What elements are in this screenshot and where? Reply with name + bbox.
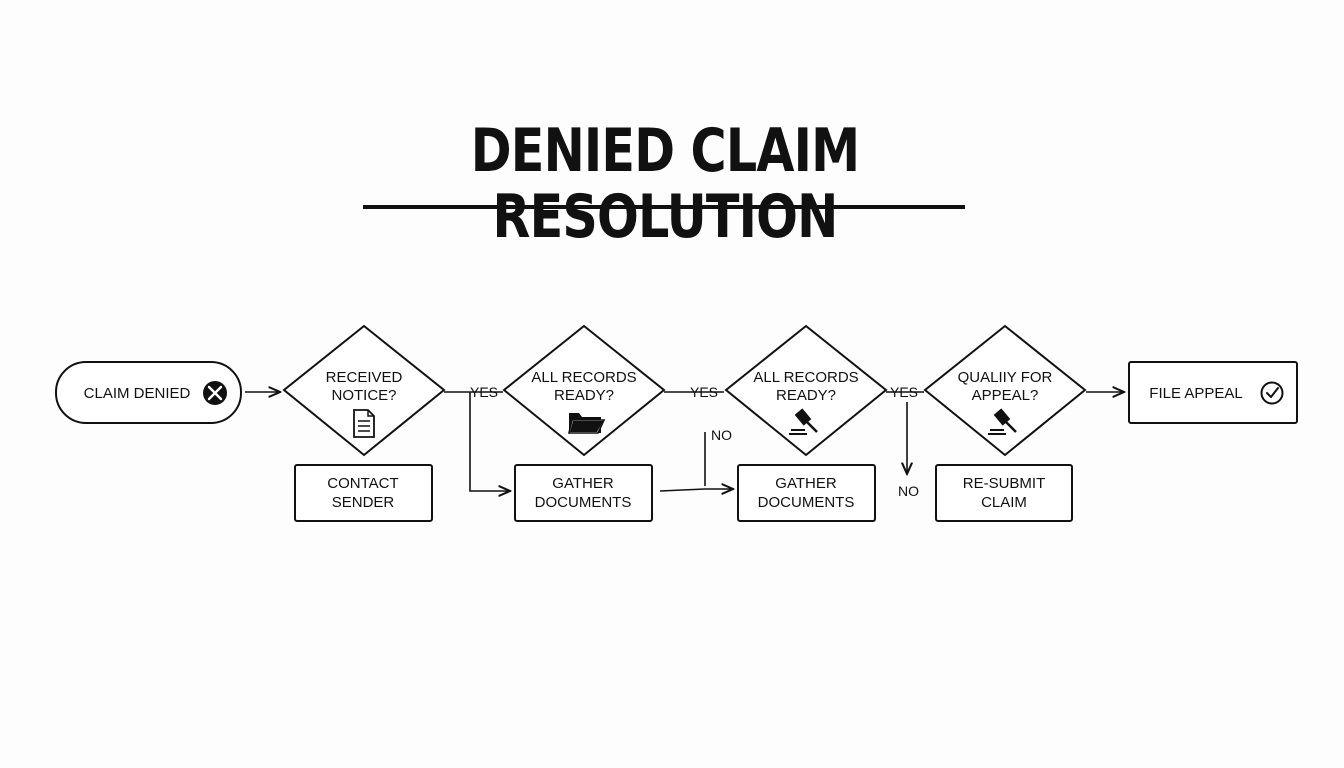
node-file-appeal: FILE APPEAL [1128, 361, 1298, 424]
svg-text:DOCUMENTS: DOCUMENTS [758, 494, 855, 511]
svg-text:READY?: READY? [776, 387, 836, 404]
edge-d1-to-gather1 [469, 392, 510, 491]
check-circle-icon [1260, 381, 1284, 405]
folder-icon [567, 413, 606, 434]
svg-text:GATHER: GATHER [552, 475, 614, 492]
edge-label-no-1: NO [711, 427, 732, 443]
title-underline [363, 205, 965, 209]
node-claim-denied: CLAIM DENIED [55, 361, 242, 424]
box-contact-sender: CONTACT SENDER [294, 464, 433, 522]
svg-text:APPEAL?: APPEAL? [972, 387, 1039, 404]
svg-text:CONTACT: CONTACT [327, 475, 398, 492]
document-icon [353, 409, 375, 438]
svg-text:CLAIM DENIED: CLAIM DENIED [84, 385, 191, 402]
page-title: DENIED CLAIM RESOLUTION [470, 116, 860, 252]
gavel-icon [988, 408, 1017, 435]
svg-text:NOTICE?: NOTICE? [331, 387, 396, 404]
decision-all-records-ready-1: ALL RECORDS READY? [502, 324, 666, 457]
edge-label-yes-2: YES [690, 384, 718, 400]
svg-text:GATHER: GATHER [775, 475, 837, 492]
box-gather-documents-2: GATHER DOCUMENTS [737, 464, 876, 522]
box-gather-documents-1: GATHER DOCUMENTS [514, 464, 653, 522]
decision-all-records-ready-2: ALL RECORDS READY? [724, 324, 888, 457]
gavel-icon [789, 408, 818, 435]
edge-gather1-to-gather2 [659, 489, 733, 491]
svg-text:FILE APPEAL: FILE APPEAL [1149, 385, 1242, 402]
edge-label-yes-1: YES [470, 384, 498, 400]
x-circle-icon [203, 381, 227, 405]
box-re-submit-claim: RE-SUBMIT CLAIM [935, 464, 1073, 522]
decision-qualify-for-appeal: QUALIIY FOR APPEAL? [923, 324, 1087, 457]
svg-text:QUALIIY FOR: QUALIIY FOR [958, 369, 1053, 386]
svg-text:DOCUMENTS: DOCUMENTS [535, 494, 632, 511]
svg-text:ALL RECORDS: ALL RECORDS [753, 369, 858, 386]
svg-text:CLAIM: CLAIM [981, 494, 1027, 511]
connectors [245, 392, 1124, 491]
svg-text:SENDER: SENDER [332, 494, 395, 511]
svg-text:READY?: READY? [554, 387, 614, 404]
decision-received-notice: RECEIVED NOTICE? [282, 324, 446, 457]
svg-text:RECEIVED: RECEIVED [326, 369, 403, 386]
svg-text:RE-SUBMIT: RE-SUBMIT [963, 475, 1046, 492]
edge-label-no-2: NO [898, 483, 919, 499]
edge-label-yes-3: YES [890, 384, 918, 400]
svg-text:ALL RECORDS: ALL RECORDS [531, 369, 636, 386]
